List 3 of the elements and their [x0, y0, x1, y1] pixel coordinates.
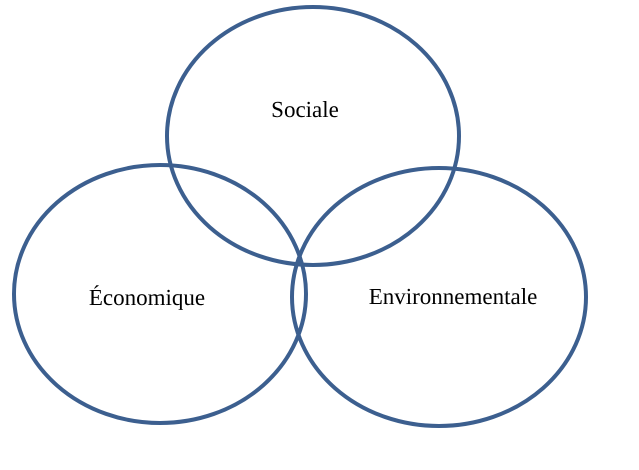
circle-label: Sociale	[271, 97, 339, 123]
circle-label: Environnementale	[368, 284, 538, 310]
circle-label: Économique	[88, 285, 206, 311]
